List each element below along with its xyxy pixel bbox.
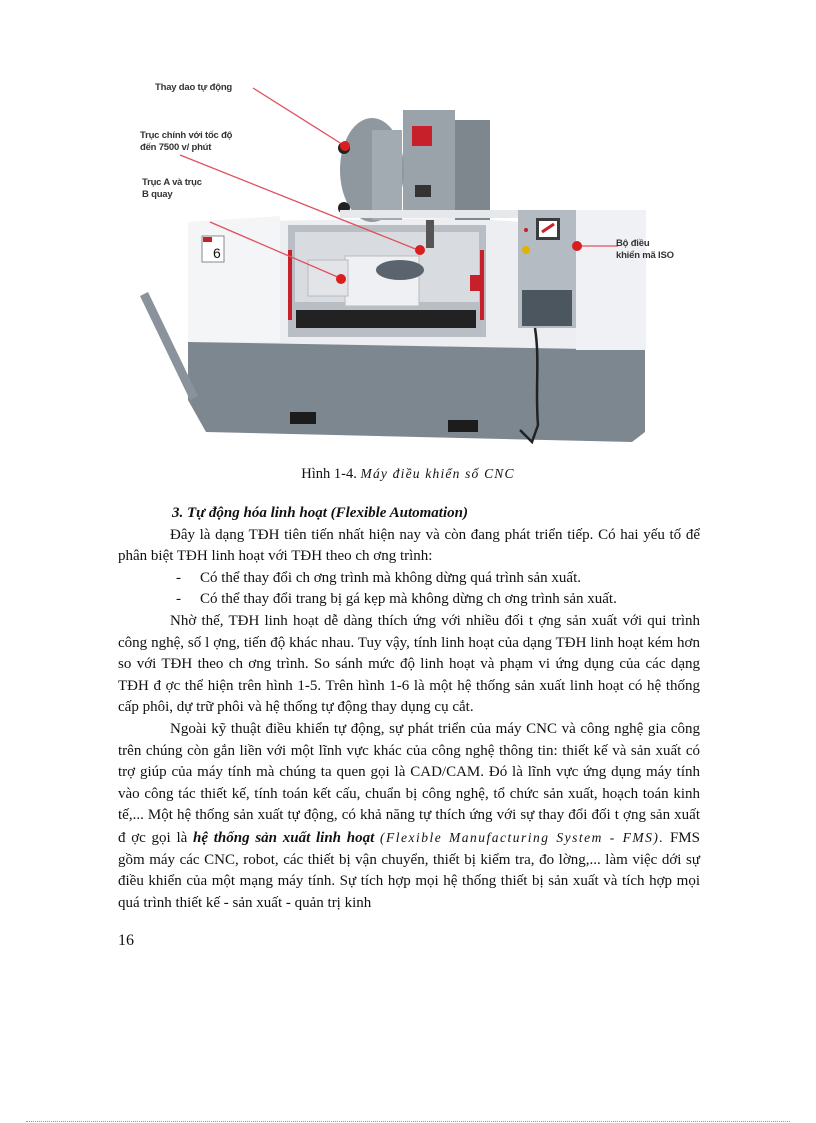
body-text: 3. Tự động hóa linh hoạt (Flexible Autom…: [118, 503, 700, 914]
bullet-text: Có thể thay đổi trang bị gá kẹp mà không…: [200, 591, 617, 608]
callout-controller-line1: Bộ điều: [616, 238, 650, 249]
footer-divider: [26, 1121, 790, 1122]
callout-spindle-line2: đến 7500 v/ phút: [140, 142, 212, 153]
callout-ab-axis: Trục A và trục B quay: [142, 177, 202, 201]
bullet-item: - Có thể thay đổi ch ơng trình mà không …: [118, 568, 700, 590]
caption-title: Máy điều khiển số CNC: [360, 466, 515, 481]
cnc-machine-figure: 6: [140, 60, 700, 460]
paragraph-2: Nhờ thế, TĐH linh hoạt dễ dàng thích ứng…: [118, 612, 700, 716]
callout-ab-axis-line2: B quay: [142, 189, 173, 200]
paragraph-1: Đây là dạng TĐH tiên tiến nhất hiện nay …: [118, 526, 700, 565]
paragraph-3: Ngoài kỹ thuật điều khiển tự động, sự ph…: [118, 719, 700, 914]
term-fms: hệ thống sản xuất linh hoạt: [193, 829, 375, 846]
term-fms-english: (Flexible Manufacturing System - FMS).: [379, 829, 665, 845]
callout-tool-changer: Thay dao tự động: [155, 82, 233, 93]
bullet-dash: -: [176, 569, 181, 586]
callout-ab-axis-line1: Trục A và trục: [142, 177, 202, 188]
cnc-machine-illustration: 6: [140, 87, 646, 445]
callout-spindle-line1: Trục chính với tốc độ: [140, 130, 233, 141]
figure-caption: Hình 1-4. Máy điều khiển số CNC: [0, 466, 816, 483]
bullet-item: - Có thể thay đổi trang bị gá kẹp mà khô…: [118, 589, 700, 611]
bullet-dash: -: [176, 591, 181, 608]
callout-controller-line2: khiển mã ISO: [616, 250, 674, 261]
machine-badge: 6: [213, 245, 221, 261]
paragraph-3-intro: Ngoài kỹ thuật điều khiển tự động, sự ph…: [118, 720, 700, 846]
caption-prefix: Hình 1-4.: [301, 466, 357, 482]
bullet-text: Có thể thay đổi ch ơng trình mà không dừ…: [200, 569, 582, 586]
section-heading: 3. Tự động hóa linh hoạt (Flexible Autom…: [172, 505, 468, 521]
paragraph-3-rest: FMS gồm máy các CNC, robot, các thiết bị…: [118, 829, 700, 911]
callout-controller: Bộ điều khiển mã ISO: [616, 238, 674, 262]
callout-spindle: Trục chính với tốc độ đến 7500 v/ phút: [140, 130, 232, 154]
page-number: 16: [118, 932, 134, 949]
